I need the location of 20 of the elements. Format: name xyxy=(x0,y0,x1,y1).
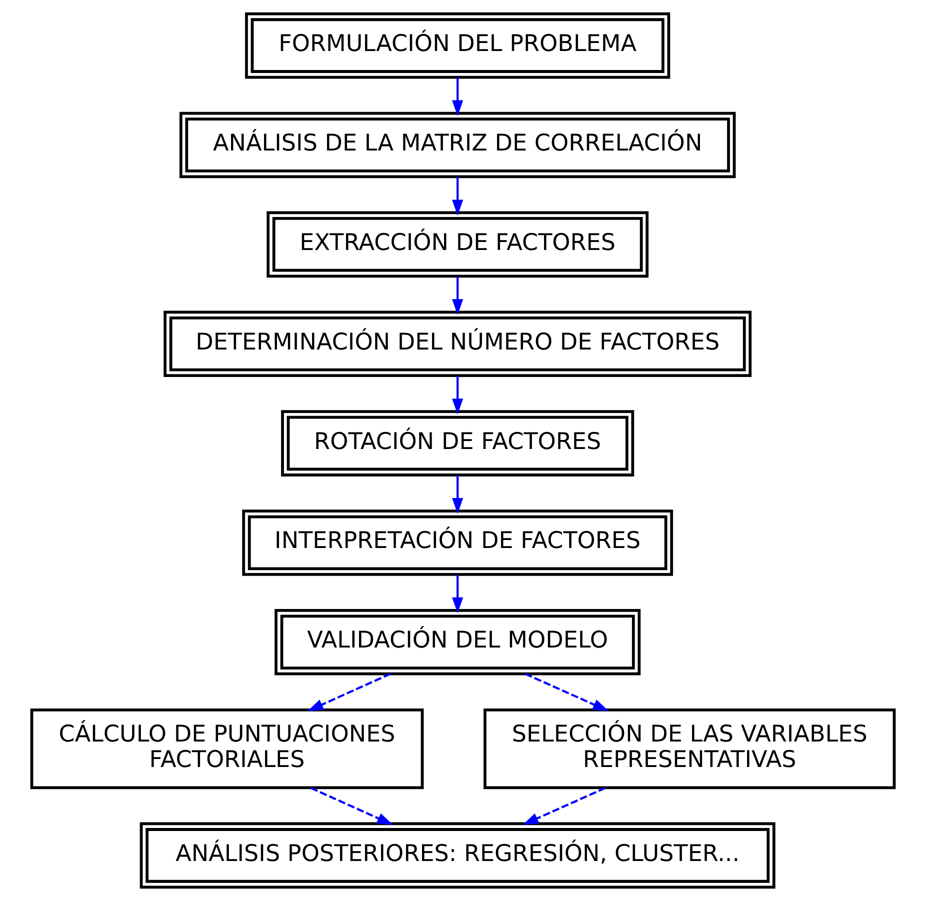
arrow xyxy=(522,787,606,825)
node-box: ROTACIÓN DE FACTORES xyxy=(280,410,634,476)
arrow xyxy=(452,574,463,614)
arrow xyxy=(452,276,463,315)
node-box: ANÁLISIS DE LA MATRIZ DE CORRELACIÓN xyxy=(178,112,736,178)
node-box: INTERPRETACIÓN DE FACTORES xyxy=(242,510,673,576)
node-box: SELECCIÓN DE LAS VARIABLES REPRESENTATIVAS xyxy=(483,708,896,790)
node-box: CÁLCULO DE PUNTUACIONES FACTORIALES xyxy=(30,708,424,790)
node-box: VALIDACIÓN DEL MODELO xyxy=(274,609,640,676)
node-box: DETERMINACIÓN DEL NÚMERO DE FACTORES xyxy=(163,310,752,377)
arrow xyxy=(306,672,390,712)
arrow xyxy=(452,177,463,216)
arrow xyxy=(310,787,392,825)
arrow xyxy=(524,672,608,712)
arrow xyxy=(452,475,463,514)
node-box: EXTRACCIÓN DE FACTORES xyxy=(266,211,648,278)
arrow xyxy=(452,376,463,414)
node-box: ANÁLISIS POSTERIORES: REGRESIÓN, CLUSTER... xyxy=(139,822,775,889)
node-box: FORMULACIÓN DEL PROBLEMA xyxy=(244,12,670,79)
arrow xyxy=(452,78,463,116)
